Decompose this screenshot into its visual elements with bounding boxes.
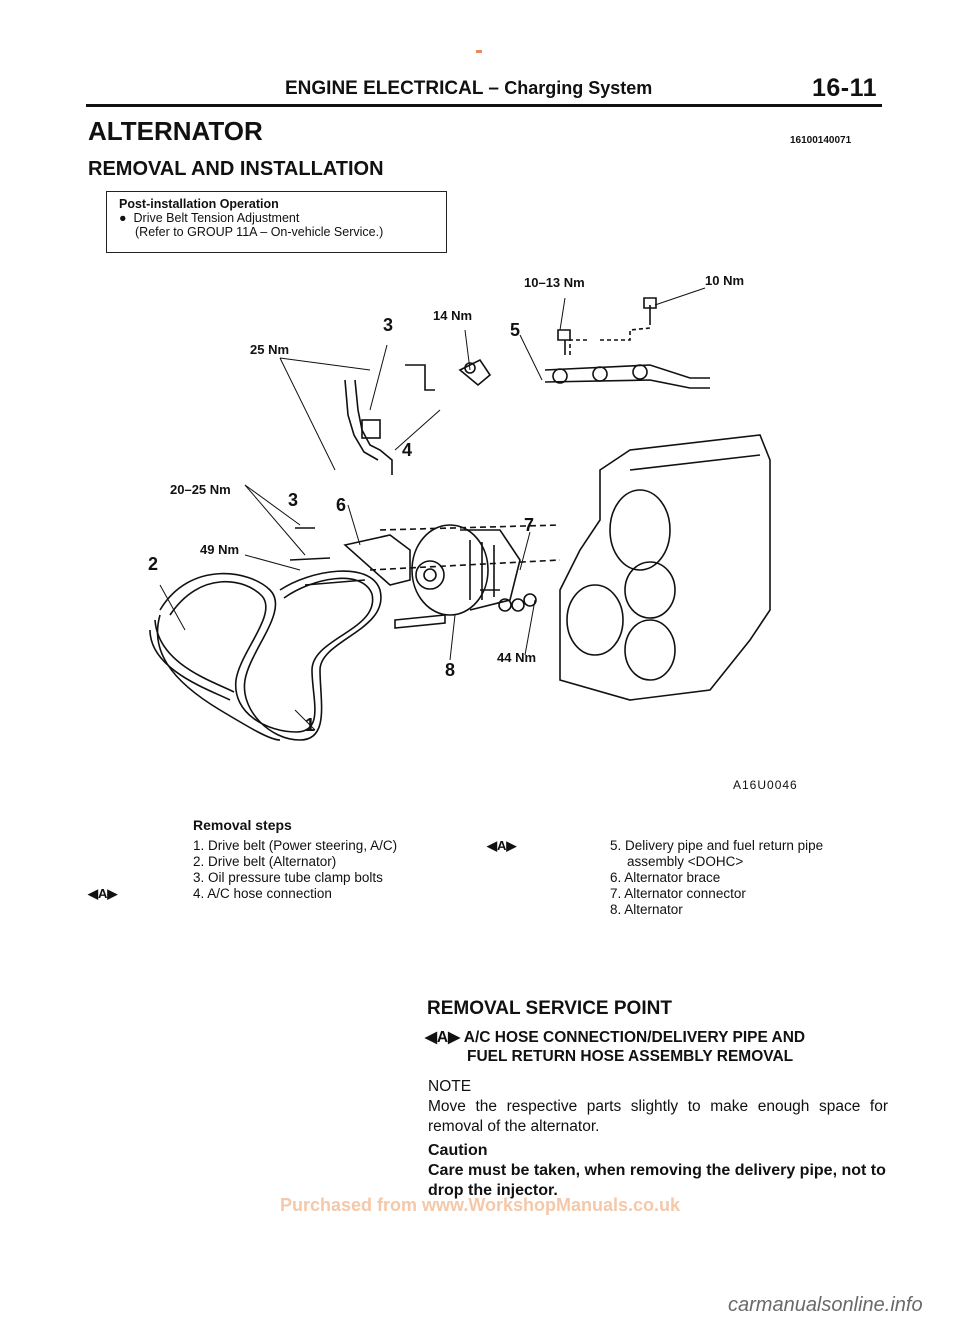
- service-point-subtitle: ◀A▶ A/C HOSE CONNECTION/DELIVERY PIPE AN…: [425, 1028, 895, 1066]
- alternator-exploded-diagram: 25 Nm 14 Nm 10–13 Nm 10 Nm 20–25 Nm 49 N…: [130, 270, 790, 770]
- post-installation-item: ● Drive Belt Tension Adjustment: [119, 211, 434, 225]
- header-title: ENGINE ELECTRICAL – Charging System: [285, 78, 652, 100]
- part-number: 8: [445, 660, 456, 680]
- torque-callout: 10 Nm: [705, 273, 745, 288]
- part-number: 1: [305, 715, 316, 735]
- watermark: Purchased from www.WorkshopManuals.co.uk: [279, 1195, 681, 1215]
- alternator-brace-drawing: [289, 524, 561, 629]
- torque-callout: 49 Nm: [200, 542, 240, 557]
- removal-step: 1. Drive belt (Power steering, A/C): [193, 838, 398, 853]
- top-mark: [476, 50, 482, 53]
- page-heading: ALTERNATOR: [88, 116, 263, 146]
- removal-steps-title: Removal steps: [193, 817, 292, 833]
- part-number: 4: [402, 440, 413, 460]
- torque-callout: 25 Nm: [250, 342, 290, 357]
- bullet-icon: ●: [119, 211, 127, 225]
- footer-site: carmanualsonline.info: [728, 1294, 923, 1316]
- caution-body: Care must be taken, when removing the de…: [428, 1162, 886, 1199]
- part-number: 2: [148, 554, 159, 574]
- hose-bracket-drawing: [344, 358, 492, 475]
- part-number: 3: [383, 315, 394, 335]
- header-dash: –: [488, 78, 499, 99]
- torque-callout: 10–13 Nm: [524, 275, 585, 290]
- post-installation-item-text: Drive Belt Tension Adjustment: [133, 211, 300, 225]
- header-subtitle: Charging System: [504, 78, 653, 98]
- caution-title: Caution: [428, 1142, 488, 1159]
- engine-block-drawing: [559, 434, 771, 701]
- torque-callout: 44 Nm: [497, 650, 537, 665]
- service-point-marker: ◀A▶: [88, 886, 118, 901]
- document-code: 16100140071: [790, 135, 852, 146]
- delivery-pipe-drawing: [544, 297, 710, 389]
- section-subheading: REMOVAL AND INSTALLATION: [88, 158, 384, 180]
- page-header: ENGINE ELECTRICAL – Charging System 16-1…: [0, 74, 960, 102]
- leader-lines: [159, 287, 706, 731]
- note-body: Move the respective parts slightly to ma…: [428, 1098, 888, 1135]
- removal-step: 5. Delivery pipe and fuel return pipe: [610, 838, 824, 853]
- torque-callout: 14 Nm: [433, 308, 473, 323]
- alternator-drawing: [411, 524, 537, 616]
- removal-step: 4. A/C hose connection: [193, 886, 332, 901]
- post-installation-title: Post-installation Operation: [119, 197, 279, 211]
- removal-step: 3. Oil pressure tube clamp bolts: [193, 870, 383, 885]
- part-number: 7: [524, 515, 535, 535]
- service-point-title: REMOVAL SERVICE POINT: [427, 998, 672, 1019]
- removal-step: 8. Alternator: [610, 902, 683, 917]
- service-point-marker: ◀A▶: [425, 1029, 461, 1046]
- figure-code: A16U0046: [733, 778, 798, 792]
- header-rule: [86, 104, 882, 107]
- service-point-marker: ◀A▶: [487, 838, 517, 853]
- drive-belt-drawing: [149, 570, 382, 741]
- removal-step: 7. Alternator connector: [610, 886, 746, 901]
- post-installation-box: Post-installation Operation ● Drive Belt…: [106, 191, 447, 253]
- removal-step: 2. Drive belt (Alternator): [193, 854, 337, 869]
- note-title: NOTE: [428, 1078, 472, 1095]
- part-number: 6: [336, 495, 347, 515]
- page-number: 16-11: [812, 74, 878, 102]
- service-point-subtitle-line1: A/C HOSE CONNECTION/DELIVERY PIPE AND: [463, 1029, 806, 1046]
- part-number: 5: [510, 320, 521, 340]
- service-point-subtitle-line2: FUEL RETURN HOSE ASSEMBLY REMOVAL: [467, 1048, 794, 1065]
- part-number: 3: [288, 490, 299, 510]
- post-installation-ref: (Refer to GROUP 11A – On-vehicle Service…: [135, 225, 384, 239]
- diagram-drawing: [149, 287, 771, 741]
- torque-callout: 20–25 Nm: [170, 482, 231, 497]
- removal-step-continued: assembly <DOHC>: [627, 854, 744, 869]
- header-section: ENGINE ELECTRICAL: [285, 78, 484, 99]
- removal-step: 6. Alternator brace: [610, 870, 721, 885]
